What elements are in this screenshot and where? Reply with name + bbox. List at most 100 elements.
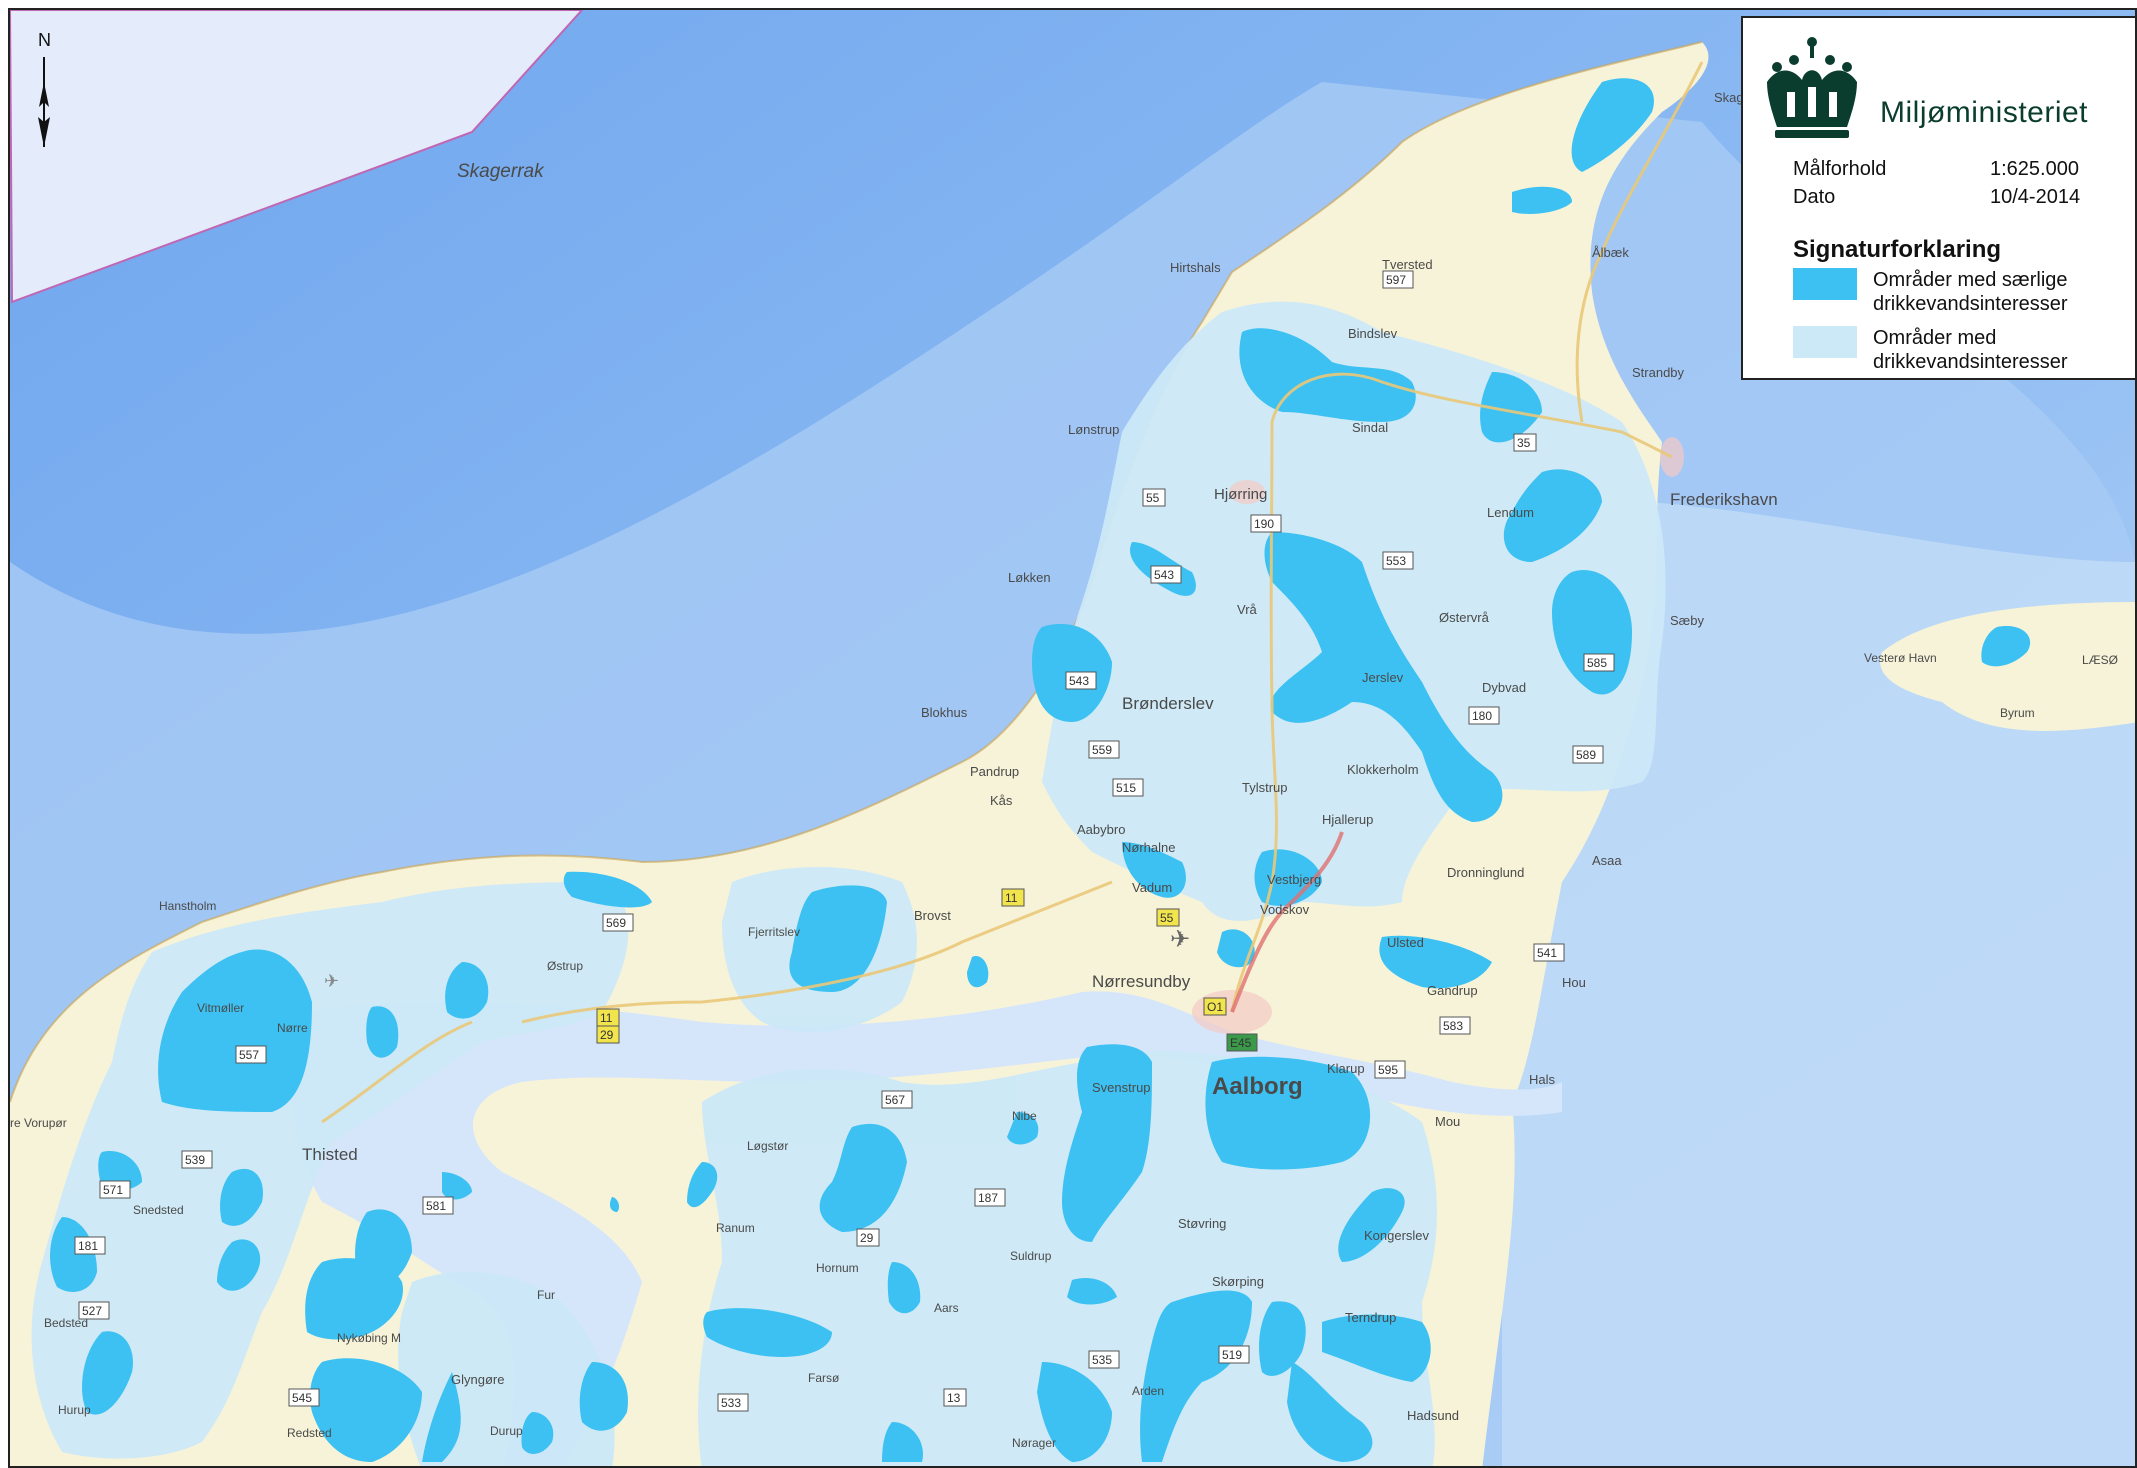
road-shield-r597: 597 xyxy=(1382,270,1414,289)
road-shield-bg xyxy=(881,1090,913,1109)
road-shield-r543b: 543 xyxy=(1065,671,1097,690)
road-shield-bg xyxy=(1533,943,1565,962)
road-shield-bg xyxy=(974,1188,1006,1207)
road-shield-bg xyxy=(1088,1350,1120,1369)
place-label-gandrup: Gandrup xyxy=(1427,983,1478,998)
place-label-ranum: Ranum xyxy=(716,1221,755,1235)
road-shield-bg xyxy=(1250,514,1282,533)
special-area-11 xyxy=(1254,849,1322,906)
road-number: 569 xyxy=(606,916,626,930)
place-label-kongerslev: Kongerslev xyxy=(1364,1228,1430,1243)
road-number: 533 xyxy=(721,1396,741,1410)
place-label-thisted: Thisted xyxy=(302,1145,358,1164)
road-shield-bg xyxy=(78,1301,110,1320)
road-shield-r180: 180 xyxy=(1468,706,1500,725)
road-number: 527 xyxy=(82,1304,102,1318)
road-shield-r545: 545 xyxy=(288,1388,320,1407)
road-shield-r181: 181 xyxy=(74,1236,106,1255)
road-skagen xyxy=(1575,61,1704,423)
road-number: 55 xyxy=(1160,911,1174,925)
road-shield-rO1: O1 xyxy=(1203,997,1227,1016)
special-area-1 xyxy=(1571,78,1654,172)
shallow-sea-2 xyxy=(1502,498,2135,1466)
legend-swatch-special xyxy=(1793,268,1857,300)
road-shield-bg xyxy=(596,1025,620,1044)
north-arrow: N xyxy=(24,30,64,150)
place-label-vra: Vrå xyxy=(1237,602,1258,617)
place-label-vorupor: re Vorupør xyxy=(10,1116,67,1130)
road-shield-bg xyxy=(1583,653,1615,672)
road-shield-bg xyxy=(1439,1016,1471,1035)
scale-value: 1:625.000 xyxy=(1990,158,2079,180)
place-label-dybvad: Dybvad xyxy=(1482,680,1526,695)
road-number: O1 xyxy=(1207,1000,1223,1014)
place-label-bindslev: Bindslev xyxy=(1348,326,1398,341)
special-area-36 xyxy=(1259,1301,1306,1376)
road-shield-bg xyxy=(1572,745,1604,764)
special-area-30 xyxy=(50,1217,97,1292)
place-label-vodskov: Vodskov xyxy=(1260,902,1310,917)
road-shield-r571: 571 xyxy=(99,1180,131,1199)
legend-item-special-line2: drikkevandsinteresser xyxy=(1873,293,2068,315)
road-shield-r535: 535 xyxy=(1088,1350,1120,1369)
place-label-strandby: Strandby xyxy=(1632,365,1685,380)
place-label-ostervra: Østervrå xyxy=(1439,610,1490,625)
place-label-hjorring: Hjørring xyxy=(1214,486,1267,503)
special-area-16 xyxy=(967,956,989,988)
special-area-34 xyxy=(1067,1277,1117,1305)
road-number: 583 xyxy=(1443,1019,1463,1033)
place-label-hurup: Hurup xyxy=(58,1403,91,1417)
road-e45 xyxy=(1230,372,1673,1013)
road-number: 541 xyxy=(1537,946,1557,960)
special-area-18 xyxy=(445,962,489,1019)
motorway xyxy=(1230,831,1344,1013)
road-shield-bg xyxy=(1226,1033,1258,1052)
place-label-hjallerup: Hjallerup xyxy=(1322,812,1373,827)
road-shield-r29: 29 xyxy=(596,1025,620,1044)
date-value: 10/4-2014 xyxy=(1990,186,2081,208)
road-number: 35 xyxy=(1517,436,1531,450)
place-label-hanstholm: Hanstholm xyxy=(159,899,216,913)
eez-area xyxy=(10,10,584,304)
road-number: 571 xyxy=(103,1183,123,1197)
place-label-lokken: Løkken xyxy=(1008,570,1051,585)
road-shield-r583: 583 xyxy=(1439,1016,1471,1035)
special-area-42 xyxy=(1037,1362,1112,1462)
road-shield-bg xyxy=(1112,778,1144,797)
road-shield-bg xyxy=(1156,908,1180,927)
place-label-glyngore: Glyngøre xyxy=(451,1372,504,1387)
road-number: 535 xyxy=(1092,1353,1112,1367)
legend-panel: Miljøministeriet Målforhold 1:625.000 Da… xyxy=(1741,16,2137,380)
scale-label: Målforhold xyxy=(1793,158,1887,180)
road-labels: 5973555190553543543559515180589585569111… xyxy=(74,270,1615,1412)
road-shield-r533: 533 xyxy=(717,1393,749,1412)
special-area-28 xyxy=(442,1172,472,1200)
place-label-terndrup: Terndrup xyxy=(1345,1310,1396,1325)
place-label-ulsted: Ulsted xyxy=(1387,935,1424,950)
road-number: 567 xyxy=(885,1093,905,1107)
laeso-island xyxy=(1880,602,2135,731)
road-shield-bg xyxy=(1218,1345,1250,1364)
road-shield-bg xyxy=(1374,1060,1406,1079)
special-area-23 xyxy=(819,1123,907,1232)
road-number: 543 xyxy=(1069,674,1089,688)
place-label-brovst: Brovst xyxy=(914,908,951,923)
road-shield-bg xyxy=(181,1150,213,1169)
place-label-bedsted: Bedsted xyxy=(44,1316,88,1330)
road-number: 29 xyxy=(600,1028,614,1042)
place-label-norre: Nørre xyxy=(277,1021,308,1035)
road-shield-bg xyxy=(1150,565,1182,584)
road-number: 11 xyxy=(600,1011,613,1025)
place-label-sindal: Sindal xyxy=(1352,420,1388,435)
road-shield-r187: 187 xyxy=(974,1188,1006,1207)
road-shield-r55: 55 xyxy=(1142,488,1166,507)
road-number: 180 xyxy=(1472,709,1492,723)
road-shield-r595: 595 xyxy=(1374,1060,1406,1079)
special-area-7 xyxy=(1264,532,1503,822)
road-number: 13 xyxy=(947,1391,961,1405)
place-label-lonstrup: Lønstrup xyxy=(1068,422,1119,437)
place-label-snedsted: Snedsted xyxy=(133,1203,184,1217)
special-area-5 xyxy=(1503,469,1602,562)
road-number: 545 xyxy=(292,1391,312,1405)
